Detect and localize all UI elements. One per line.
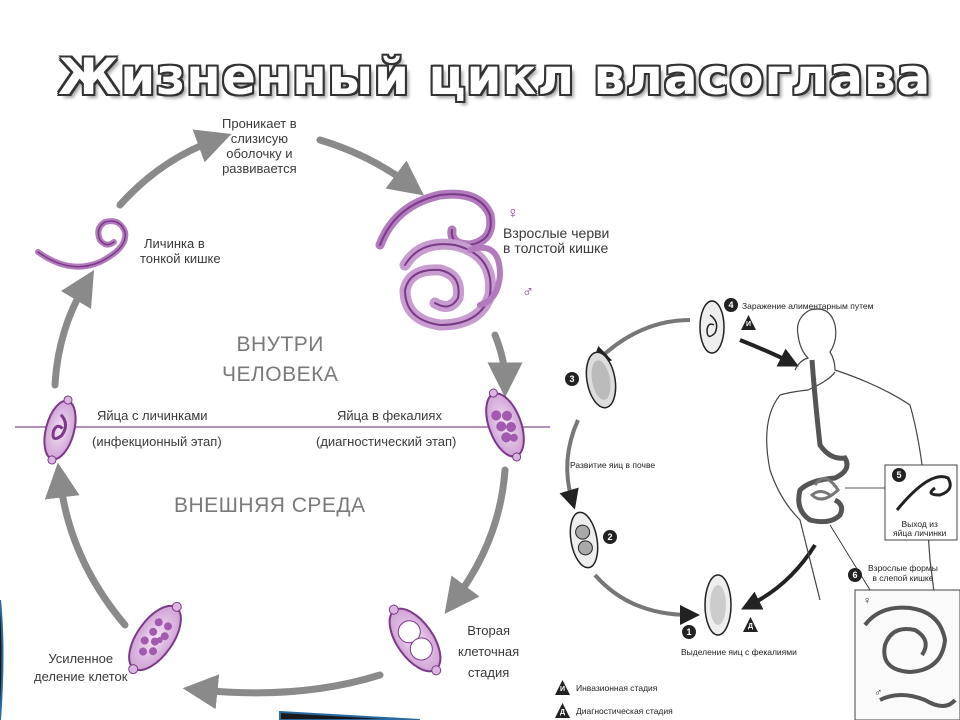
label-step-4: Заражение алиментарным путем xyxy=(742,301,874,311)
egg-step-4 xyxy=(699,300,725,354)
step-badge-1: 1 xyxy=(682,625,696,639)
label-cell-division: Усиленное деление клеток xyxy=(34,650,127,686)
label-line: развивается xyxy=(222,161,297,176)
egg-step-3 xyxy=(585,351,617,409)
zone-outside-env: ВНЕШНЯЯ СРЕДА xyxy=(174,494,366,517)
marker-letter: Д xyxy=(560,709,565,716)
marker-letter: Д xyxy=(748,623,753,630)
step-badge-2: 2 xyxy=(603,530,617,544)
label-adult-worms: Взрослые черви в толстой кишке xyxy=(503,226,609,256)
label-line: Проникает в xyxy=(222,116,297,131)
label-line: оболочку и xyxy=(226,146,293,161)
label-eggs-feces: Яйца в фекалиях xyxy=(337,408,442,423)
label-line: стадия xyxy=(467,665,510,680)
step-badge-5: 5 xyxy=(892,468,906,482)
female-symbol-small: ♀ xyxy=(863,595,872,607)
label-line: в слепой кишке xyxy=(872,573,934,583)
step-badge-4: 4 xyxy=(724,298,738,312)
larva-illustration xyxy=(35,218,129,270)
egg-infective xyxy=(43,395,77,465)
egg-step-1 xyxy=(704,574,732,636)
label-line: Вторая xyxy=(467,623,510,638)
label-line: деление клеток xyxy=(34,669,128,684)
label-line: Взрослые формы xyxy=(868,563,938,573)
egg-diagnostic xyxy=(485,388,525,462)
zone-line: ЧЕЛОВЕКА xyxy=(222,363,339,386)
egg-cell-division xyxy=(128,601,182,675)
label-line: клеточная xyxy=(458,644,520,659)
decor-strip xyxy=(0,599,421,720)
label-second-cell-stage: Вторая клеточная стадия xyxy=(458,620,519,683)
zone-inside-human: ВНУТРИ ЧЕЛОВЕКА xyxy=(222,330,338,390)
label-line: Выход из xyxy=(901,519,938,529)
adult-worms-small xyxy=(863,605,957,708)
male-symbol-small: ♂ xyxy=(874,687,883,699)
step-badge-6: 6 xyxy=(848,568,862,582)
label-larva: Личинка в тонкой кишке xyxy=(140,236,221,266)
label-step-5: Выход из яйца личинки xyxy=(893,520,946,538)
label-step-6: Взрослые формы в слепой кишке xyxy=(868,563,938,583)
label-line: в толстой кишке xyxy=(503,240,609,256)
invasive-marker-icon: И xyxy=(555,682,570,696)
adult-worms-illustration xyxy=(375,189,504,331)
egg-step-2 xyxy=(569,511,599,569)
label-line: слизисую xyxy=(230,131,289,146)
label-line: тонкой кишке xyxy=(140,251,221,266)
label-infective-stage: (инфекционный этап) xyxy=(92,434,222,449)
human-outline xyxy=(766,308,936,601)
step-badge-3: 3 xyxy=(565,372,579,386)
female-symbol: ♀ xyxy=(507,205,519,222)
larva-small xyxy=(895,475,952,511)
legend-diagnostic: Диагностическая стадия xyxy=(576,706,673,716)
left-cycle-arrows xyxy=(44,129,523,710)
label-line: яйца личинки xyxy=(893,528,947,538)
label-line: Взрослые черви xyxy=(503,225,610,241)
label-line: Усиленное xyxy=(48,651,114,666)
diagnostic-marker-step1-icon: Д xyxy=(743,619,758,633)
egg-second-cell xyxy=(388,604,442,676)
label-line: Личинка в xyxy=(144,236,205,251)
label-step-1: Выделение яиц с фекалиями xyxy=(681,647,797,657)
label-penetrates: Проникает в слизисую оболочку и развивае… xyxy=(222,116,297,176)
invasive-marker-step4-icon: И xyxy=(741,317,756,331)
label-diagnostic-stage: (диагностический этап) xyxy=(316,434,457,449)
legend-invasive: Инвазионная стадия xyxy=(576,683,658,693)
right-panel xyxy=(550,290,960,720)
label-eggs-larvae: Яйца с личинками xyxy=(97,408,208,423)
diagnostic-marker-icon: Д xyxy=(555,705,570,719)
male-symbol: ♂ xyxy=(522,284,534,301)
page-title: Жизненный цикл власоглава xyxy=(58,48,932,106)
marker-letter: И xyxy=(745,321,752,328)
marker-letter: И xyxy=(559,686,566,693)
label-step-3: Развитие яиц в почве xyxy=(570,460,656,470)
zone-line: ВНУТРИ xyxy=(236,333,324,356)
